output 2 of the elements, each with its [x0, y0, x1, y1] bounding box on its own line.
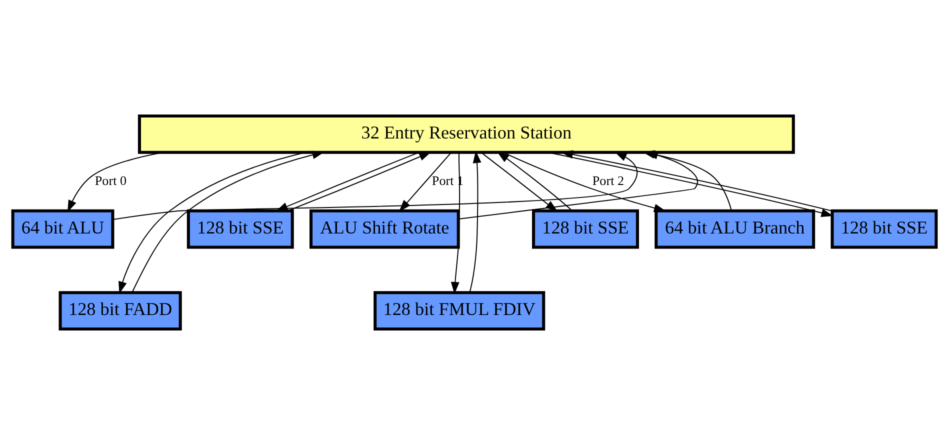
- edge-label: Port 0: [94, 172, 127, 188]
- edge-label: Port 2: [592, 172, 624, 188]
